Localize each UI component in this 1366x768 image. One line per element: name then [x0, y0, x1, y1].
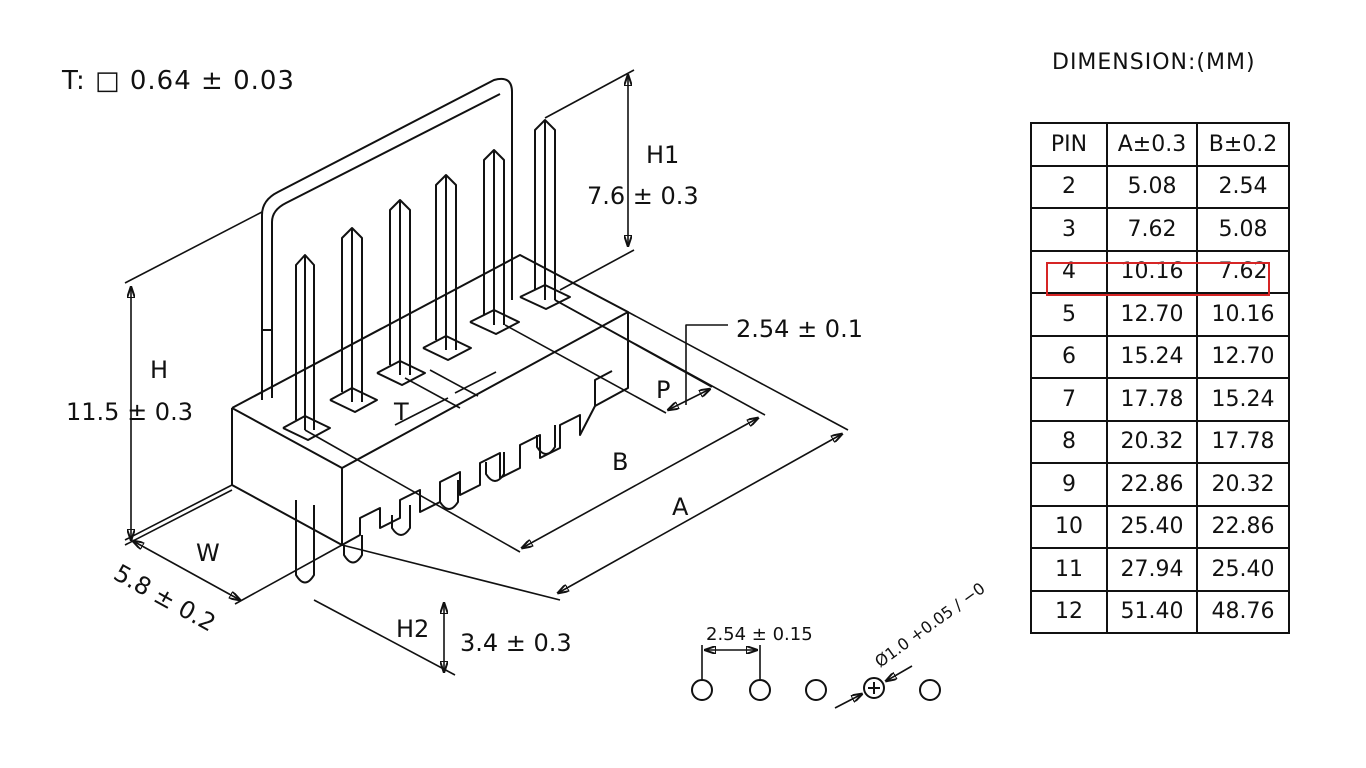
- t-label: T: [393, 398, 409, 426]
- footprint-hole-2: [749, 679, 771, 701]
- h1-label: H1: [646, 141, 679, 169]
- footprint-hole-value: Ø1.0 +0.05 / −0: [871, 579, 988, 672]
- pin-cell: 8: [1030, 419, 1108, 464]
- pins: [282, 119, 571, 584]
- footprint: [691, 645, 941, 709]
- back-plate: [261, 77, 513, 400]
- pin-cell: 10: [1030, 504, 1108, 549]
- a-cell: 25.40: [1106, 504, 1198, 549]
- b-cell: 2.54: [1196, 164, 1290, 209]
- b-cell: 22.86: [1196, 504, 1290, 549]
- pin-1: [282, 254, 331, 584]
- a-cell: 12.70: [1106, 292, 1198, 337]
- pin-cell: 6: [1030, 334, 1108, 379]
- p-label: P: [656, 376, 670, 404]
- pin-5: [469, 149, 520, 482]
- highlighted-row-box: [1046, 262, 1270, 296]
- table-header-row: PIN A±0.3 B±0.2: [1030, 122, 1290, 167]
- pitch-value: 2.54 ± 0.1: [736, 315, 863, 343]
- b-cell: 15.24: [1196, 377, 1290, 422]
- b-cell: 25.40: [1196, 547, 1290, 592]
- footprint-pitch-value: 2.54 ± 0.15: [706, 624, 813, 645]
- pin-cell: 9: [1030, 462, 1108, 507]
- pin-6: [519, 119, 571, 455]
- pin-cell: 11: [1030, 547, 1108, 592]
- h2-value: 3.4 ± 0.3: [460, 629, 572, 657]
- b-cell: 5.08: [1196, 207, 1290, 252]
- a-cell: 27.94: [1106, 547, 1198, 592]
- pin-cell: 5: [1030, 292, 1108, 337]
- b-label: B: [612, 448, 628, 476]
- h-value: 11.5 ± 0.3: [66, 398, 193, 426]
- a-label: A: [672, 493, 689, 521]
- column-header-a: A±0.3: [1106, 122, 1198, 167]
- footprint-hole-3: [805, 679, 827, 701]
- pin-3: [376, 199, 426, 536]
- dimension-table-title: DIMENSION:(MM): [1052, 50, 1256, 75]
- pin-cell: 2: [1030, 164, 1108, 209]
- terminal-spec: T: □ 0.64 ± 0.03: [62, 66, 295, 96]
- a-cell: 15.24: [1106, 334, 1198, 379]
- b-cell: 12.70: [1196, 334, 1290, 379]
- b-cell: 20.32: [1196, 462, 1290, 507]
- h2-label: H2: [396, 615, 429, 643]
- a-cell: 17.78: [1106, 377, 1198, 422]
- b-cell: 17.78: [1196, 419, 1290, 464]
- dimension-lines: [124, 69, 849, 676]
- pin-4: [422, 174, 472, 510]
- pin-cell: 7: [1030, 377, 1108, 422]
- w-label: W: [196, 539, 220, 567]
- a-cell: 51.40: [1106, 589, 1198, 634]
- pin-cell: 4: [1030, 249, 1108, 294]
- a-cell: 5.08: [1106, 164, 1198, 209]
- footprint-hole-5: [919, 679, 941, 701]
- footprint-hole-1: [691, 679, 713, 701]
- a-cell: 10.16: [1106, 249, 1198, 294]
- column-header-b: B±0.2: [1196, 122, 1290, 167]
- pin-2: [329, 227, 378, 564]
- a-cell: 20.32: [1106, 419, 1198, 464]
- column-header-pin: PIN: [1030, 122, 1108, 167]
- pin-cell: 12: [1030, 589, 1108, 634]
- pin-cell: 3: [1030, 207, 1108, 252]
- b-cell: 10.16: [1196, 292, 1290, 337]
- h1-value: 7.6 ± 0.3: [587, 182, 699, 210]
- a-cell: 22.86: [1106, 462, 1198, 507]
- h-label: H: [150, 356, 168, 384]
- a-cell: 7.62: [1106, 207, 1198, 252]
- b-cell: 7.62: [1196, 249, 1290, 294]
- footprint-hole-4: [863, 677, 885, 699]
- w-value: 5.8 ± 0.2: [109, 559, 220, 638]
- b-cell: 48.76: [1196, 589, 1290, 634]
